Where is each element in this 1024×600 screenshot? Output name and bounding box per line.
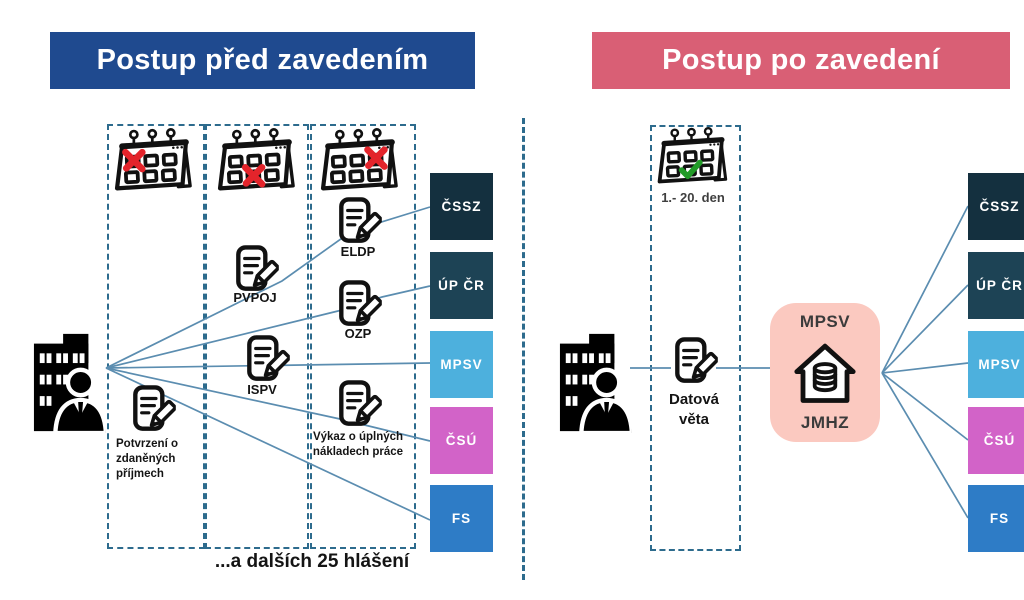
- agency-box-mpsv: MPSV: [968, 331, 1024, 398]
- document-label-vykaz: Výkaz o úplných nákladech práce: [312, 431, 404, 458]
- footnote: ...a dalších 25 hlášení: [214, 551, 410, 572]
- right-step-column: [650, 125, 741, 551]
- left-panel-title: Postup před zavedením: [50, 32, 475, 89]
- document-pencil-icon: [670, 337, 718, 391]
- agency-box-upcr: ÚP ČR: [968, 252, 1024, 319]
- agency-box-mpsv: MPSV: [430, 331, 493, 398]
- document-label-potvrzeni: Potvrzení o zdaněných příjmech: [116, 438, 178, 480]
- calendar-crossed-icon: [112, 127, 196, 201]
- house-database-icon: [788, 340, 862, 406]
- agency-box-cssz: ČSSZ: [968, 173, 1024, 240]
- document-label-ispv: ISPV: [247, 382, 277, 397]
- right-panel-title: Postup po zavedení: [592, 32, 1010, 89]
- agency-box-fs: FS: [430, 485, 493, 552]
- calendar-checked-icon: [655, 126, 731, 193]
- hub-system-label: JMHZ: [800, 413, 850, 432]
- agency-box-upcr: ÚP ČR: [430, 252, 493, 319]
- agency-box-csu: ČSÚ: [430, 407, 493, 474]
- building-person-icon: [554, 330, 632, 435]
- document-label-eldp: ELDP: [340, 244, 376, 259]
- document-label-ozp: OZP: [344, 326, 372, 341]
- hub-org-label: MPSV: [799, 312, 851, 331]
- agency-box-fs: FS: [968, 485, 1024, 552]
- document-pencil-icon: [334, 380, 382, 434]
- jmhz-hub: MPSV JMHZ: [770, 303, 880, 442]
- document-pencil-icon: [242, 335, 290, 389]
- calendar-crossed-icon: [215, 127, 299, 201]
- document-pencil-icon: [128, 385, 176, 439]
- document-label-datova-veta: Datová věta: [668, 391, 720, 428]
- deadline-label: 1.- 20. den: [661, 190, 725, 205]
- calendar-crossed-icon: [318, 127, 402, 201]
- agency-box-cssz: ČSSZ: [430, 173, 493, 240]
- document-label-pvpoj: PVPOJ: [233, 290, 277, 305]
- building-person-icon: [28, 330, 106, 435]
- document-pencil-icon: [334, 197, 382, 251]
- panel-divider: [522, 118, 525, 580]
- agency-box-csu: ČSÚ: [968, 407, 1024, 474]
